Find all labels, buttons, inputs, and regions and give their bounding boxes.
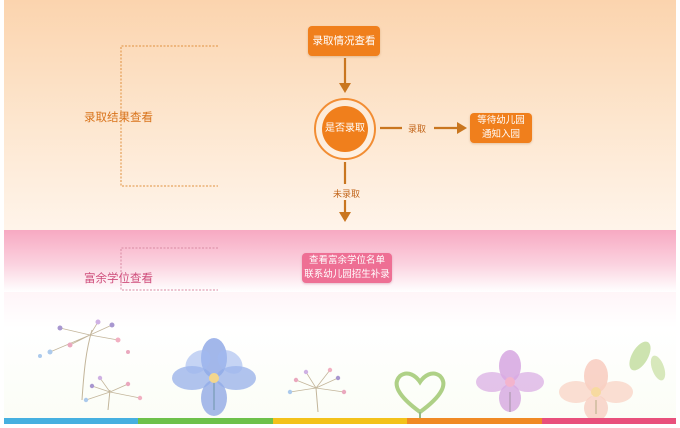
bottom-bar-segment	[407, 418, 542, 424]
await-notice-line-1: 等待幼儿园	[477, 115, 525, 126]
purple-flower-decoration	[476, 350, 544, 412]
leaf-right-decoration	[629, 341, 666, 381]
bottom-bar-segment	[541, 418, 677, 424]
vacancy-action-line-2: 联系幼儿园招生补录	[304, 269, 390, 280]
dandelion-small-decoration	[83, 375, 143, 411]
vacancy-section-label: 富余学位查看	[84, 271, 153, 285]
admitted-edge-label: 录取	[408, 125, 427, 135]
dandelion-center-decoration	[287, 367, 347, 413]
bottom-bar-segment	[4, 418, 139, 424]
bottom-color-bar	[4, 418, 677, 424]
await-notice-line-2: 通知入园	[481, 129, 520, 140]
decision-node: 是否录取	[322, 106, 368, 152]
bottom-bar-segment	[138, 418, 273, 424]
not-admitted-edge-label: 未录取	[333, 190, 361, 200]
admission-section-label: 录取结果查看	[84, 110, 153, 124]
flower-ground-background	[4, 328, 676, 418]
vacancy-action-box: 查看富余学位名单 联系幼儿园招生补录	[302, 253, 392, 283]
vacancy-bracket	[120, 247, 218, 291]
heart-decoration	[394, 371, 446, 418]
vacancy-action-line-1: 查看富余学位名单	[308, 255, 385, 266]
blue-flower-decoration	[172, 338, 256, 416]
dandelion-left-decoration	[38, 319, 130, 401]
bottom-bar-segment	[272, 418, 408, 424]
await-notice-box: 等待幼儿园 通知入园	[470, 113, 532, 143]
pink-flower-decoration	[559, 359, 633, 421]
check-admission-box: 录取情况查看	[308, 26, 380, 56]
arrow-check-to-decision	[339, 58, 351, 93]
vacancy-section-fade	[4, 292, 676, 328]
arrow-decision-to-await	[380, 122, 467, 134]
arrow-decision-to-vacancy	[339, 162, 351, 222]
admission-bracket	[120, 45, 218, 187]
